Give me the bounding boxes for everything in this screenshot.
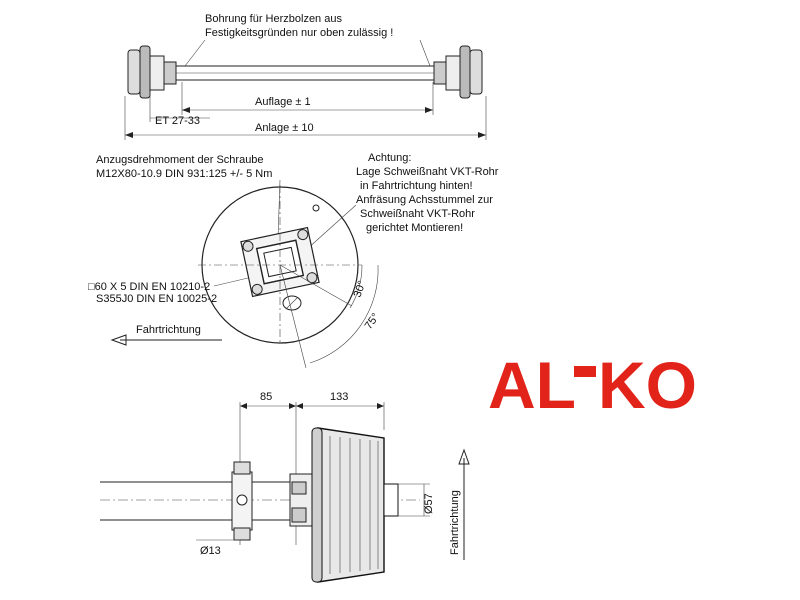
angle-75-arc: [309, 264, 379, 364]
front-view: 85 133 Ø57 Ø13: [100, 391, 470, 583]
auflage-label: Auflage ± 1: [255, 96, 311, 108]
left-drum: [127, 49, 141, 95]
warn-leader: [305, 204, 357, 251]
logo-dash: [574, 366, 596, 377]
right-wheel: [433, 45, 483, 99]
profile-line-2: S355J0 DIN EN 10025-2: [96, 293, 217, 305]
direction-label-front: Fahrtrichtung: [449, 490, 461, 555]
bracket-nut-top: [291, 481, 307, 495]
drum-back-plate: [311, 427, 323, 583]
note-leader-right: [419, 39, 431, 67]
warn-line-6: gerichtet Montieren!: [366, 222, 463, 234]
dim-57-label: Ø57: [423, 493, 435, 514]
right-drum: [469, 49, 483, 95]
direction-label-side: Fahrtrichtung: [136, 324, 201, 336]
left-hub: [149, 55, 165, 91]
dim-85-label: 85: [260, 391, 272, 403]
side-view: Anzugsdrehmoment der Schraube M12X80-10.…: [88, 152, 499, 369]
bolt-hole-icon: [236, 494, 248, 506]
drum-fins: [329, 436, 379, 574]
clamp-nut-top: [233, 461, 251, 475]
logo-text-left: AL: [488, 348, 576, 422]
dim-13-label: Ø13: [200, 545, 221, 557]
left-drum-rim: [139, 45, 151, 99]
bracket-nut: [291, 507, 307, 523]
arrow-left-icon: [110, 334, 127, 346]
dim-133-label: 133: [330, 391, 348, 403]
logo-text-right: KO: [598, 348, 697, 422]
profile-line-1: □60 X 5 DIN EN 10210-2: [88, 281, 210, 293]
torque-line-1: Anzugsdrehmoment der Schraube: [96, 154, 264, 166]
bolt-icon: [251, 283, 263, 295]
et-label: ET 27-33: [155, 115, 200, 127]
angle-30-label: 30°: [352, 279, 369, 299]
brake-drum: [317, 427, 385, 583]
small-hole-icon: [312, 204, 320, 212]
warn-line-3: in Fahrtrichtung hinten!: [360, 180, 473, 192]
left-bracket: [163, 61, 177, 85]
warn-line-4: Anfräsung Achsstummel zur: [356, 194, 493, 206]
arrow-up-icon: [458, 448, 470, 465]
warn-line-2: Lage Schweißnaht VKT-Rohr: [356, 166, 499, 178]
profile-leader: [213, 277, 249, 287]
bolt-icon: [242, 240, 254, 252]
torque-leader: [277, 179, 281, 239]
hub-cap: [383, 483, 399, 517]
torque-line-2: M12X80-10.9 DIN 931:125 +/- 5 Nm: [96, 168, 272, 180]
bolt-icon: [297, 229, 309, 241]
warn-line-5: Schweißnaht VKT-Rohr: [360, 208, 475, 220]
al-ko-logo: AL KO: [488, 348, 697, 422]
note-leader-left: [184, 39, 206, 67]
warn-line-1: Achtung:: [368, 152, 411, 164]
anlage-label: Anlage ± 10: [255, 122, 314, 134]
left-wheel: [127, 45, 177, 99]
right-hub: [445, 55, 461, 91]
angle-75-label: 75°: [363, 311, 382, 332]
bolt-icon: [306, 272, 318, 284]
right-drum-rim: [459, 45, 471, 99]
top-view: Bohrung für Herzbolzen aus Festigkeitsgr…: [124, 13, 487, 140]
clamp-nut-bottom: [233, 527, 251, 541]
note-line-1: Bohrung für Herzbolzen aus: [205, 13, 342, 25]
right-bracket: [433, 61, 447, 85]
note-line-2: Festigkeitsgründen nur oben zulässig !: [205, 27, 393, 39]
